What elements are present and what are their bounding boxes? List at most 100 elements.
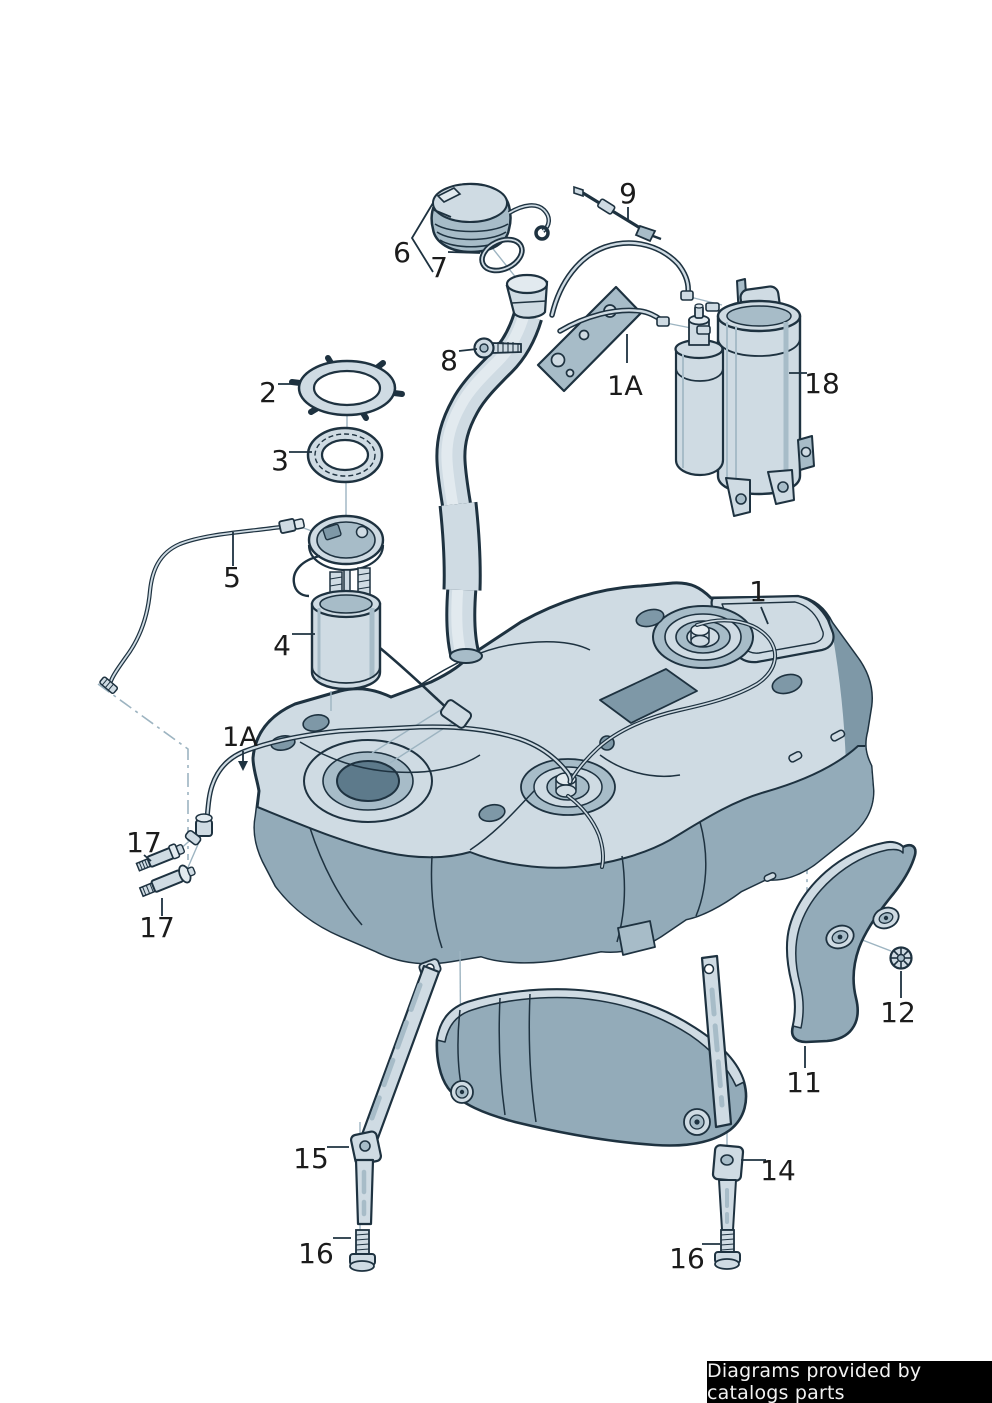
heat-shield-saddle: [435, 988, 748, 1147]
charcoal-canister: [674, 278, 815, 517]
shield-saddle-top-band: [436, 988, 745, 1087]
bolt-left-flange: [349, 1260, 375, 1272]
callout-5-label[interactable]: 5: [223, 561, 241, 594]
fuel-line-outline: [108, 524, 284, 684]
filler-pipe: [435, 273, 549, 664]
wire-tip: [652, 234, 662, 241]
tank-recess-slot: [599, 668, 698, 724]
pump-connector: [439, 699, 473, 729]
tank-bottom-notch: [617, 920, 656, 956]
fuel-line-end-fitting: [99, 676, 119, 695]
breather-fitting-1: [680, 290, 694, 301]
seal-ring-texture: [314, 433, 376, 477]
callout-8-label[interactable]: 8: [440, 344, 458, 377]
shield-saddle-grommets: [450, 1080, 711, 1136]
nut-center: [896, 953, 906, 963]
tank-top-hoses: [566, 618, 778, 869]
strap-left-slots: [369, 982, 423, 1121]
callout-18-label[interactable]: 18: [804, 367, 840, 400]
callout-17-upper-label[interactable]: 17: [126, 826, 162, 859]
pump-body-band: [311, 665, 381, 684]
sensor-wire: [573, 185, 662, 243]
breather-elbow-fitting: [184, 813, 213, 846]
strap-right-top-hole: [703, 963, 715, 975]
strap-bolt-left: [349, 1229, 376, 1272]
fuel-line: [99, 518, 305, 695]
fuel-pump-unit: [292, 514, 473, 729]
callout-4-label[interactable]: 4: [273, 629, 291, 662]
canister-front-cap: [688, 303, 710, 346]
fuel-line-core: [110, 526, 282, 682]
breather-upper-core: [550, 241, 690, 317]
callout-1-label[interactable]: 1: [749, 575, 767, 608]
leader-1a-left-arrow: [238, 751, 248, 771]
callout-7-label[interactable]: 7: [430, 251, 448, 284]
locking-ring: [289, 355, 405, 421]
pump-body-top-inner: [319, 594, 373, 614]
canister-feet: [725, 435, 815, 517]
filler-pipe-sleeve: [441, 502, 479, 591]
tank-right-flange: [652, 605, 754, 669]
callout-16-left-label[interactable]: 16: [298, 1237, 334, 1270]
fuel-line-fitting: [278, 518, 305, 534]
locking-ring-inner: [312, 369, 382, 407]
callout-14-label[interactable]: 14: [760, 1154, 796, 1187]
cap-top: [432, 183, 508, 223]
credit-text: Diagrams provided by catalogs parts: [707, 1360, 922, 1403]
callout-15-label[interactable]: 15: [293, 1142, 329, 1175]
bolt-left-threads: [355, 1233, 370, 1251]
pump-body: [310, 602, 382, 691]
callout-1a-upper-label[interactable]: 1A: [607, 371, 643, 402]
bolt-right-flange: [714, 1258, 740, 1270]
callout-6-label[interactable]: 6: [393, 236, 411, 269]
callout-2-label[interactable]: 2: [259, 376, 277, 409]
flange-nut: [889, 946, 913, 970]
canister-main-top-inner: [726, 305, 792, 327]
strap-right-slot: [709, 987, 725, 1108]
cap-tether-loop: [534, 225, 550, 241]
leader-6-bracket: [410, 202, 434, 273]
breather-pipe-left-1a: [184, 724, 573, 846]
callout-3-label[interactable]: 3: [271, 444, 289, 477]
leader-1: [760, 606, 769, 625]
canister-shading: [726, 322, 789, 488]
callout-labels: 6 7 9 8 2 3 1A 18 5 4 1 1A 17 17 12 11 1…: [126, 177, 916, 1275]
shield-right-grommets: [825, 906, 900, 950]
canister-inlet-ports: [696, 302, 720, 335]
filler-cap-seal: [479, 236, 525, 274]
breather-fitting-2: [656, 316, 670, 327]
bolt-head-center: [479, 343, 489, 353]
pump-flange-port: [322, 523, 342, 541]
callout-9-label[interactable]: 9: [619, 177, 637, 210]
strap-right-block-hole: [720, 1154, 734, 1166]
breather-pipe-left-core: [204, 725, 572, 830]
credit-bar: Diagrams provided by catalogs parts: [707, 1360, 992, 1403]
canister-front-body: [674, 347, 725, 477]
cap-grip: [436, 187, 462, 203]
leader-17-upper: [143, 854, 152, 862]
tank-studs: [763, 729, 846, 883]
leader-6: [433, 209, 452, 218]
breather-branch-core: [558, 309, 663, 333]
callout-11-label[interactable]: 11: [786, 1066, 822, 1099]
strap-bolt-right: [714, 1229, 741, 1270]
filler-pipe-end: [449, 648, 483, 664]
cap-tether-core: [508, 204, 550, 232]
flange-loop-hose-core: [570, 619, 776, 781]
heat-shield-right: [785, 840, 917, 1044]
callout-1a-left-label[interactable]: 1A: [222, 722, 258, 753]
wire-band: [597, 198, 616, 215]
canister-main-body: [716, 314, 802, 496]
callout-12-label[interactable]: 12: [880, 996, 916, 1029]
leader-8: [458, 348, 478, 352]
callout-17-lower-label[interactable]: 17: [139, 911, 175, 944]
strap-left-bend-hole: [359, 1140, 371, 1152]
callout-16-right-label[interactable]: 16: [669, 1242, 705, 1275]
bolt-right-threads: [720, 1233, 735, 1251]
center-flange-hose-core: [567, 795, 604, 868]
bolt-threads: [497, 342, 519, 353]
leader-7: [447, 251, 481, 254]
seal-ring: [306, 426, 384, 484]
nut-serrations: [891, 948, 911, 968]
